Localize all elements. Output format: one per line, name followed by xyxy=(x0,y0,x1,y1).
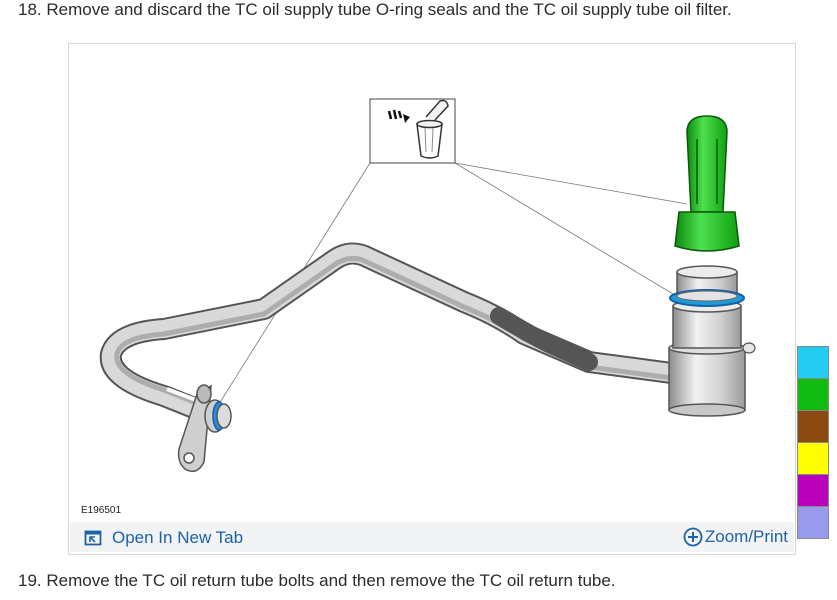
tube-fitting xyxy=(668,265,756,417)
trash-can-icon xyxy=(416,99,449,159)
swatch-green xyxy=(798,379,828,411)
step-19-text: 19. Remove the TC oil return tube bolts … xyxy=(18,571,616,590)
swatch-magenta xyxy=(798,475,828,507)
oil-tube-illustration xyxy=(99,98,756,473)
step-18-text: 18. Remove and discard the TC oil supply… xyxy=(18,0,732,19)
open-new-tab-icon xyxy=(84,529,102,547)
zoom-print-link[interactable]: Zoom/Print xyxy=(683,526,788,548)
color-swatch-panel xyxy=(797,346,829,539)
plus-circle-icon xyxy=(683,527,703,547)
discard-inset xyxy=(369,98,456,164)
swatch-brown xyxy=(798,411,828,443)
open-in-new-tab-link[interactable]: Open In New Tab xyxy=(84,528,243,548)
swatch-yellow xyxy=(798,443,828,475)
zoom-print-label: Zoom/Print xyxy=(704,527,788,546)
arrow-icon xyxy=(387,109,410,123)
swatch-cyan xyxy=(798,347,828,379)
figure-toolbar: Open In New Tab Zoom/Print xyxy=(70,522,794,552)
figure-id-label: E196501 xyxy=(81,505,122,516)
swatch-lavender xyxy=(798,507,828,538)
tube-flange xyxy=(177,384,232,473)
oil-filter-green xyxy=(674,115,740,252)
figure-container: E196501 Open In New Tab Zoom/Print xyxy=(68,43,796,555)
open-in-new-tab-label: Open In New Tab xyxy=(112,528,244,547)
